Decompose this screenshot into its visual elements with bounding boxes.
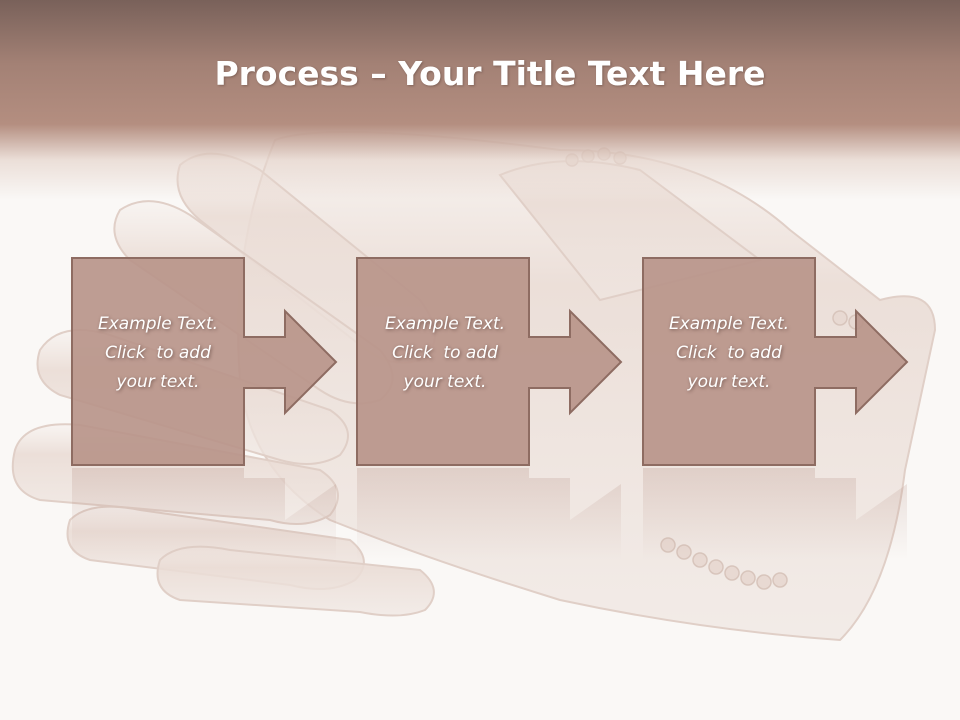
- reflections: [72, 468, 907, 560]
- step-2-reflection: [357, 468, 621, 560]
- header-band: [0, 0, 960, 200]
- step-3-shape[interactable]: [642, 257, 909, 466]
- title-bold: Process: [214, 54, 359, 93]
- step-1-shape[interactable]: [71, 257, 338, 466]
- step-3-reflection: [643, 468, 907, 560]
- slide-title: Process – Your Title Text Here: [0, 54, 960, 93]
- step-2-shape[interactable]: [356, 257, 623, 466]
- step-1-reflection: [72, 468, 336, 560]
- title-rest: – Your Title Text Here: [358, 54, 766, 93]
